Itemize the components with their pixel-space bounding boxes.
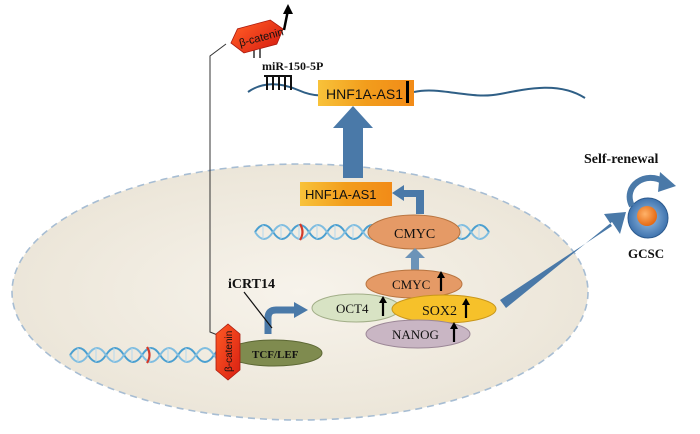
tcf-lef-ellipse: TCF/LEF	[225, 339, 323, 367]
icrt14-pointer	[243, 291, 273, 329]
beta-catenin-hexagon-lower: β-catenin	[215, 323, 241, 381]
tcf-transcription-arrow	[264, 302, 308, 334]
cmyc-upper-label: CMYC	[394, 227, 435, 242]
mrna-strand	[247, 83, 586, 99]
oct4-ellipse: OCT4	[311, 293, 401, 323]
oct4-label: OCT4	[336, 301, 369, 316]
mir-label: miR-150-5P	[262, 59, 323, 73]
hnf1a-as1-box-mid: HNF1A-AS1	[300, 182, 392, 206]
gcsc-cell	[627, 197, 669, 239]
gcsc-label: GCSC	[628, 246, 664, 261]
self-renewal-label: Self-renewal	[584, 152, 658, 167]
self-renewal-loop	[626, 172, 676, 208]
sox2-label: SOX2	[422, 304, 457, 319]
hnf1a-as1-box-top: HNF1A-AS1	[318, 80, 414, 106]
self-renewal-arrow	[500, 212, 626, 308]
connector-line	[209, 43, 227, 337]
beta-catenin-label-lower: β-catenin	[224, 331, 235, 372]
cmyc-upper-ellipse: CMYC	[367, 214, 461, 250]
hnf1a-as1-label-mid: HNF1A-AS1	[305, 187, 377, 202]
icrt14-label: iCRT14	[228, 277, 275, 292]
hnf1a-as1-label-top: HNF1A-AS1	[326, 86, 403, 102]
sox2-ellipse: SOX2	[391, 294, 497, 324]
cmyc-to-hnf-arrow	[392, 185, 424, 214]
tcf-lef-label: TCF/LEF	[252, 349, 299, 361]
nanog-ellipse: NANOG	[365, 319, 471, 349]
transcription-arrow-vertical	[333, 106, 373, 178]
nanog-label: NANOG	[392, 327, 439, 342]
mir-binding-mark	[264, 75, 292, 90]
cmyc-lower-label: CMYC	[392, 277, 430, 292]
cmyc-link-arrow	[405, 248, 425, 270]
beta-catenin-hexagon-top: β-catenin	[230, 4, 293, 54]
cmyc-lower-ellipse: CMYC	[365, 269, 463, 299]
